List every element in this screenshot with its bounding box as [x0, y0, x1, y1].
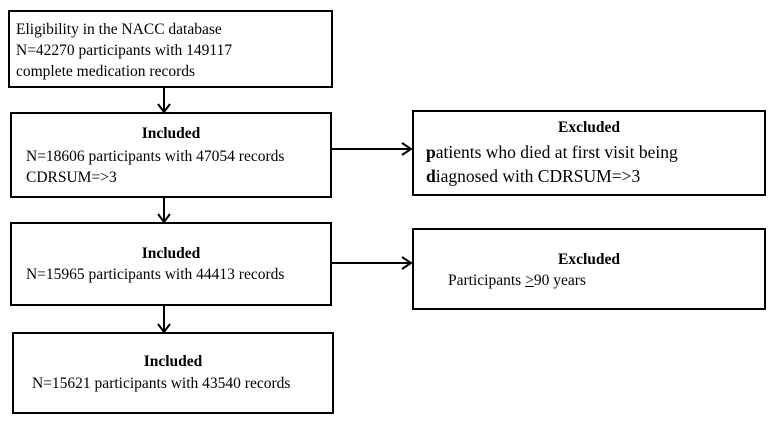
- arrowhead-4: [401, 142, 413, 156]
- included-3-heading: Included: [143, 353, 203, 370]
- excluded-1-line-2-initial: d: [426, 166, 436, 186]
- excluded-box-1: Excluded patients who died at first visi…: [412, 110, 766, 196]
- eligibility-box: Eligibility in the NACC database N=42270…: [8, 10, 333, 88]
- included-3-line-1: N=15621 participants with 43540 records: [32, 375, 291, 392]
- excluded-1-line-1: patients who died at first visit being: [426, 141, 678, 163]
- included-2-line-1: N=15965 participants with 44413 records: [26, 266, 285, 283]
- included-box-1: Included N=18606 participants with 47054…: [10, 112, 332, 198]
- excluded-box-2: Excluded Participants >90 years: [412, 228, 766, 310]
- excluded-1-line-2-text: iagnosed with CDRSUM=>3: [435, 166, 641, 186]
- excluded-1-line-1-initial: p: [426, 142, 436, 162]
- included-box-2: Included N=15965 participants with 44413…: [10, 222, 332, 306]
- included-2-heading: Included: [141, 245, 201, 262]
- included-1-line-1: N=18606 participants with 47054 records: [26, 148, 285, 165]
- eligibility-line-3: complete medication records: [16, 63, 196, 80]
- excluded-2-heading: Excluded: [557, 251, 620, 268]
- included-1-heading: Included: [141, 125, 201, 142]
- arrowhead-5: [401, 256, 413, 270]
- excluded-2-text: Participants >90 years: [448, 271, 586, 290]
- included-box-3: Included N=15621 participants with 43540…: [12, 332, 334, 414]
- excluded-1-line-2: diagnosed with CDRSUM=>3: [426, 165, 640, 187]
- excluded-2-underlined-symbol: >: [525, 272, 534, 289]
- excluded-2-text-after: 90 years: [533, 272, 586, 289]
- excluded-1-line-1-text: atients who died at first visit being: [435, 142, 678, 162]
- included-1-line-2: CDRSUM=>3: [26, 169, 117, 186]
- excluded-2-text-before: Participants: [448, 272, 526, 289]
- eligibility-line-2: N=42270 participants with 149117: [16, 42, 233, 59]
- excluded-1-heading: Excluded: [557, 119, 620, 136]
- eligibility-line-1: Eligibility in the NACC database: [16, 21, 222, 38]
